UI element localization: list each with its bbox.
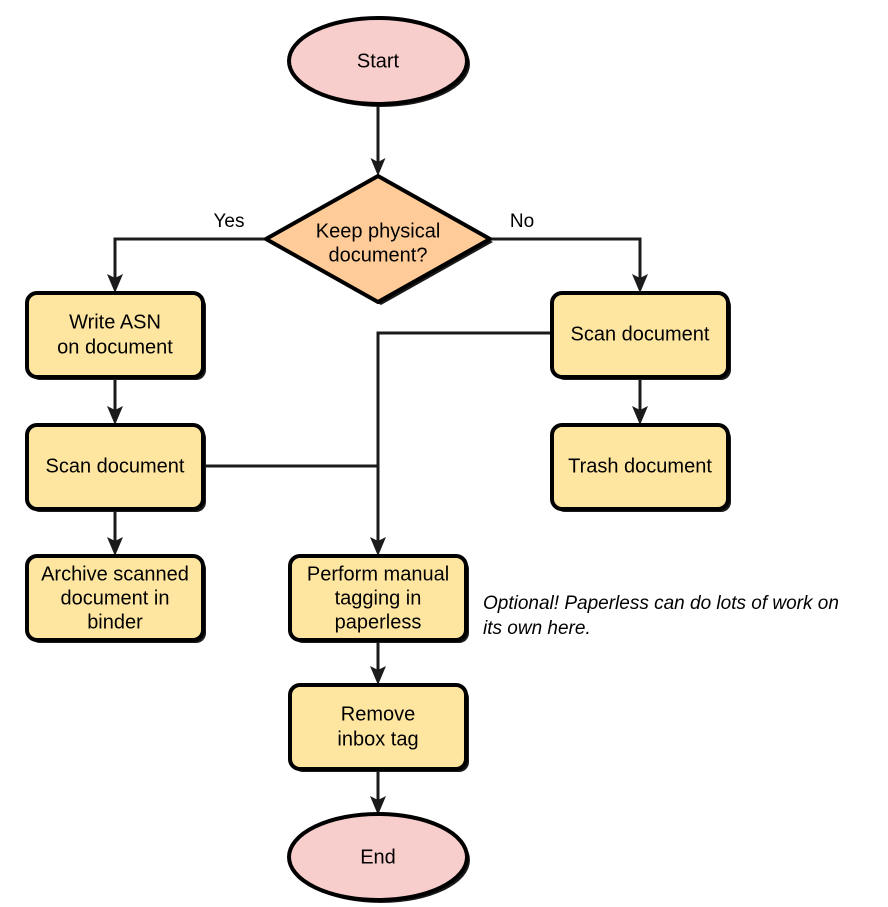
node-start-shape[interactable]: [287, 16, 469, 106]
node-end-label: End: [360, 846, 396, 868]
node-start-label: Start: [357, 50, 400, 72]
edge-decision-to-scan-right: [490, 237, 648, 293]
node-decision-label-line1: Keep physical: [316, 220, 441, 242]
node-scan-document-right[interactable]: Scan document: [550, 291, 731, 380]
edge-scan-right-to-manual-tagging: [370, 331, 552, 556]
arrowhead-icon: [370, 796, 386, 815]
node-decision-keep-physical-document[interactable]: Keep physical document?: [264, 174, 493, 305]
node-write-asn-on-document[interactable]: Write ASN on document: [25, 291, 206, 380]
edge-write-asn-to-scan-left: [107, 377, 123, 425]
edge-label-yes: Yes: [214, 211, 245, 232]
edge-decision-to-write-asn: [107, 237, 266, 293]
node-scan-document-left[interactable]: Scan document: [25, 423, 206, 512]
edge-start-to-decision: [370, 106, 386, 176]
annotation-optional-note: Optional! Paperless can do lots of work …: [483, 593, 839, 639]
node-write-asn-shape[interactable]: [25, 291, 205, 379]
edge-line: [113, 237, 266, 278]
node-remove-inbox-tag[interactable]: Remove inbox tag: [288, 683, 469, 772]
node-archive-label-line1: Archive scanned: [41, 563, 189, 585]
node-write-asn-label-line2: on document: [57, 336, 173, 358]
node-manual-tagging-label-line2: tagging in: [335, 587, 422, 609]
arrowhead-icon: [107, 274, 123, 293]
node-perform-manual-tagging-shape[interactable]: [288, 554, 468, 642]
node-archive-scanned-document[interactable]: Archive scanned document in binder: [25, 554, 206, 643]
node-archive-label-line2: document in: [61, 587, 170, 609]
annotation-line-1: Optional! Paperless can do lots of work …: [483, 593, 839, 614]
node-remove-inbox-label-line2: inbox tag: [337, 728, 418, 750]
edge-remove-inbox-to-end: [370, 769, 386, 815]
arrowhead-icon: [370, 158, 386, 176]
node-remove-inbox-label-line1: Remove: [341, 703, 415, 725]
edge-label-no: No: [510, 211, 534, 232]
arrowhead-icon: [632, 274, 648, 293]
node-decision-shape[interactable]: [264, 174, 492, 304]
node-scan-document-right-shape[interactable]: [550, 291, 730, 379]
node-archive-label-line3: binder: [87, 611, 143, 633]
annotation-line-2: its own here.: [483, 618, 591, 639]
arrowhead-icon: [107, 406, 123, 425]
arrowhead-icon: [107, 537, 123, 556]
arrowhead-icon: [632, 406, 648, 425]
node-trash-document-label: Trash document: [568, 455, 712, 477]
node-end-shape[interactable]: [287, 812, 469, 902]
edge-line: [376, 331, 552, 541]
arrowhead-icon: [370, 666, 386, 685]
edge-manual-tagging-to-remove-inbox: [370, 640, 386, 685]
edge-line: [490, 237, 642, 278]
node-remove-inbox-tag-shape[interactable]: [288, 683, 468, 771]
node-scan-document-right-label: Scan document: [571, 323, 710, 345]
node-trash-document[interactable]: Trash document: [550, 423, 731, 512]
node-start[interactable]: Start: [287, 16, 470, 107]
node-scan-document-left-label: Scan document: [46, 455, 185, 477]
node-archive-shape[interactable]: [25, 554, 205, 642]
edge-scan-right-to-trash: [632, 377, 648, 425]
node-scan-document-left-shape[interactable]: [25, 423, 205, 511]
edge-scan-left-to-archive: [107, 509, 123, 556]
node-decision-label-line2: document?: [329, 244, 428, 266]
node-trash-document-shape[interactable]: [550, 423, 730, 511]
node-perform-manual-tagging[interactable]: Perform manual tagging in paperless: [288, 554, 469, 643]
node-write-asn-label-line1: Write ASN: [69, 311, 161, 333]
node-manual-tagging-label-line1: Perform manual: [307, 563, 449, 585]
arrowhead-icon: [370, 537, 386, 556]
node-manual-tagging-label-line3: paperless: [335, 611, 422, 633]
node-end[interactable]: End: [287, 812, 470, 903]
